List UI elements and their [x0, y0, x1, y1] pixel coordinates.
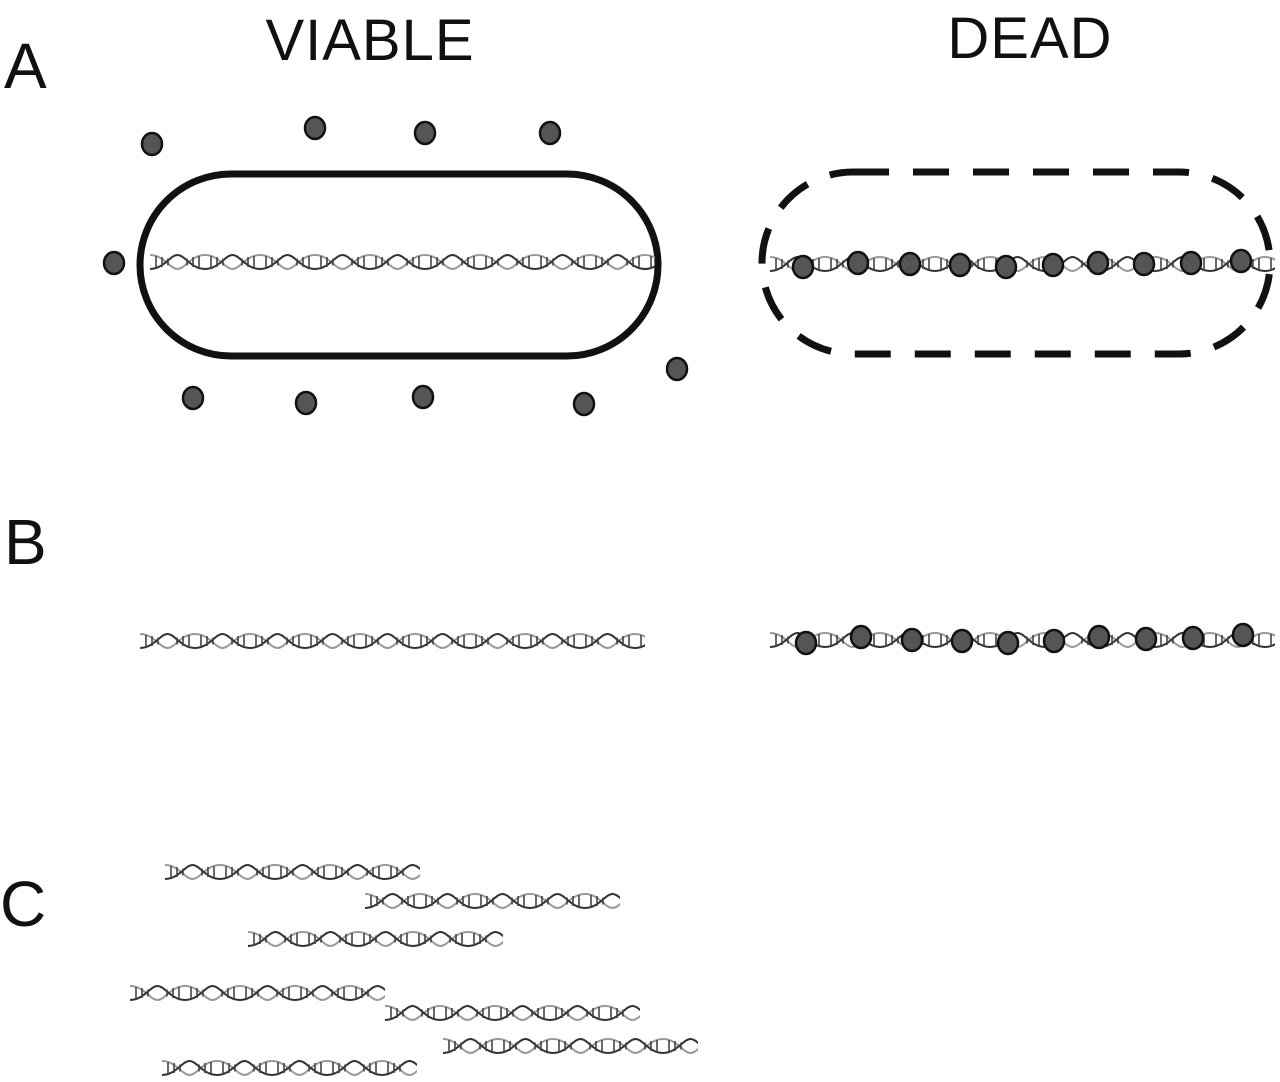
dye-molecule: [102, 250, 126, 276]
dna-fragment: [165, 865, 495, 879]
dna-fragment: [365, 894, 695, 908]
dye-molecule: [1041, 252, 1065, 278]
dye-molecule: [849, 624, 873, 650]
panel-letter-a: A: [4, 30, 47, 102]
dye-molecule: [294, 390, 318, 416]
dye-molecule: [996, 630, 1020, 656]
dye-molecule: [1134, 626, 1158, 652]
viable-cell-membrane: [136, 170, 662, 360]
dna-fragments: [130, 865, 773, 1075]
dye-molecule: [900, 627, 924, 653]
viable-cell-external-dye: [102, 115, 689, 417]
dye-molecule: [413, 120, 437, 146]
dye-molecule: [303, 115, 327, 141]
dead-cell-dna: [770, 257, 1280, 271]
dye-molecule: [1086, 250, 1110, 276]
dye-molecule: [1231, 622, 1255, 648]
dye-molecule: [140, 131, 164, 157]
dye-molecule: [846, 250, 870, 276]
dna-fragment: [162, 1061, 492, 1075]
panel-letter-c: C: [0, 868, 46, 940]
dye-molecule: [950, 628, 974, 654]
dye-molecule: [791, 254, 815, 280]
dye-molecule: [794, 630, 818, 656]
dye-molecule: [1042, 628, 1066, 654]
viable-free-dna: [140, 634, 690, 648]
dead-cell-damaged-membrane: [758, 168, 1274, 358]
dna-fragment: [248, 932, 578, 946]
dna-fragment: [443, 1039, 773, 1053]
dye-molecule: [665, 356, 689, 382]
dye-molecule: [181, 385, 205, 411]
panel-letter-b: B: [4, 506, 47, 578]
dye-molecule: [1229, 248, 1253, 274]
dye-molecule: [1132, 251, 1156, 277]
dye-molecule: [1181, 625, 1205, 651]
dead-free-dna-bound-dye: [794, 622, 1255, 656]
viable-cell-dna: [150, 255, 700, 269]
dye-molecule: [898, 251, 922, 277]
dna-fragment: [385, 1006, 715, 1020]
column-heading-dead: DEAD: [947, 6, 1112, 71]
column-heading-viable: VIABLE: [265, 8, 474, 73]
dead-cell-bound-dye: [791, 248, 1253, 280]
dye-molecule: [994, 254, 1018, 280]
dye-molecule: [538, 120, 562, 146]
dna-fragment: [130, 986, 460, 1000]
dye-molecule: [411, 384, 435, 410]
dye-molecule: [948, 252, 972, 278]
dye-molecule: [1087, 624, 1111, 650]
dye-molecule: [1179, 250, 1203, 276]
dye-molecule: [572, 391, 596, 417]
